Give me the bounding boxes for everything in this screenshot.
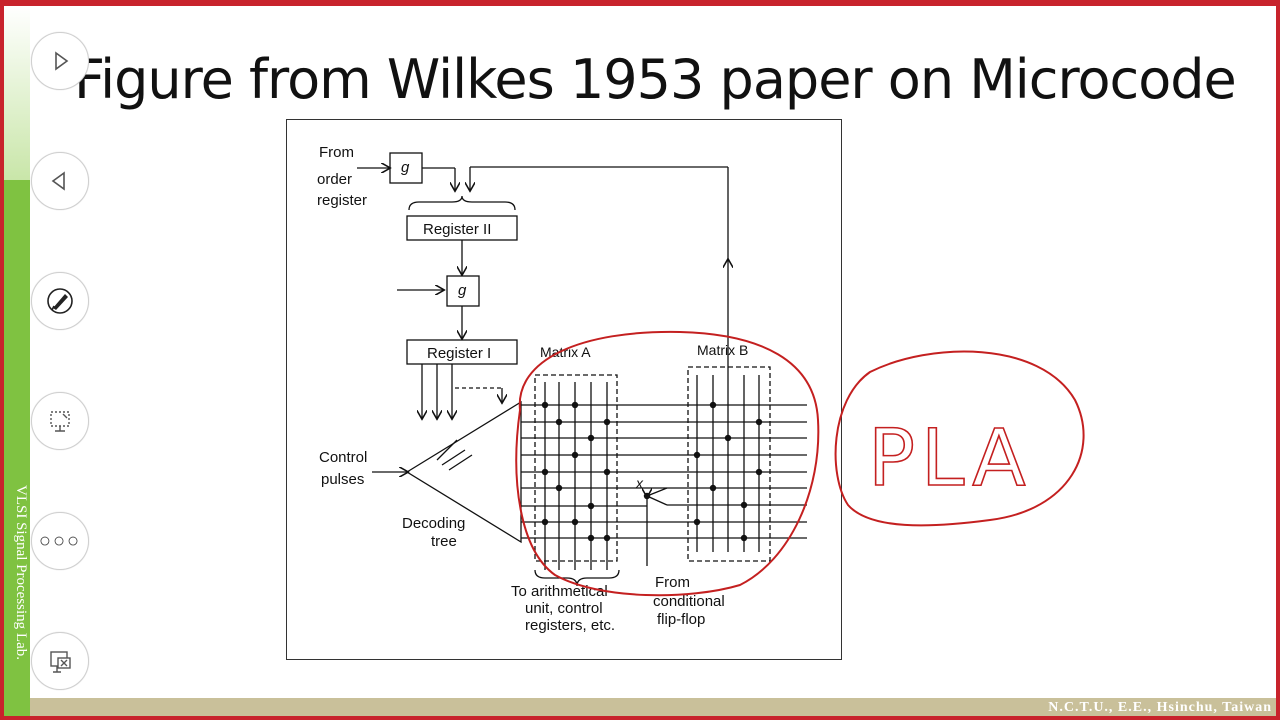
from-order-line-3: register xyxy=(317,192,367,209)
to-arith-line-3: registers, etc. xyxy=(525,617,615,634)
screen-icon xyxy=(50,411,70,432)
side-bar xyxy=(4,180,30,716)
slide-title: Figure from Wilkes 1953 paper on Microco… xyxy=(74,48,1237,111)
more-icon: ○○○ xyxy=(38,530,82,552)
footer-band xyxy=(30,698,1276,716)
frame-top xyxy=(0,0,1280,6)
from-cond-line-3: flip-flop xyxy=(657,611,705,628)
from-cond-line-1: From xyxy=(655,574,690,591)
gate-box-mid xyxy=(446,275,480,307)
to-arith-line-1: To arithmetical xyxy=(511,583,608,600)
control-pulses-line-2: pulses xyxy=(321,471,364,488)
lab-name: VLSI Signal Processing Lab. xyxy=(13,485,29,660)
microcode-diagram: From order register g Register II g Regi… xyxy=(317,144,807,634)
frame-right xyxy=(1276,0,1280,720)
play-icon xyxy=(55,51,69,71)
footer-text: N.C.T.U., E.E., Hsinchu, Taiwan xyxy=(1048,700,1272,715)
play-button[interactable] xyxy=(31,32,89,90)
from-order-line-1: From xyxy=(319,144,354,161)
wilkes-figure: From order register g Register II g Regi… xyxy=(286,119,842,660)
pen-button[interactable] xyxy=(31,272,89,330)
register-1-label: Register I xyxy=(427,345,491,362)
ink-text-pla: PLA xyxy=(868,414,1032,504)
control-pulses-line-1: Control xyxy=(319,449,367,466)
matrix-a-label: Matrix A xyxy=(540,344,591,360)
side-bar-gradient xyxy=(4,6,30,180)
to-arith-line-2: unit, control xyxy=(525,600,603,617)
pen-icon xyxy=(47,288,73,314)
ink-circle-pla xyxy=(834,350,1085,527)
exit-icon xyxy=(50,651,71,673)
exit-button[interactable] xyxy=(31,632,89,690)
decoding-tree-line-1: Decoding xyxy=(402,515,465,532)
register-2-label: Register II xyxy=(423,221,491,238)
frame-left xyxy=(0,0,4,720)
from-order-line-2: order xyxy=(317,171,352,188)
gate-label-top: g xyxy=(401,159,410,176)
matrix-b-label: Matrix B xyxy=(697,342,748,358)
more-button[interactable]: ○○○ xyxy=(31,512,89,570)
from-cond-line-2: conditional xyxy=(653,593,725,610)
x-label: x xyxy=(635,475,644,491)
gate-label-mid: g xyxy=(458,282,467,299)
matrix-b-box xyxy=(687,366,771,562)
decoding-tree-line-2: tree xyxy=(431,533,457,550)
back-icon xyxy=(51,171,65,191)
screen-button[interactable] xyxy=(31,392,89,450)
back-button[interactable] xyxy=(31,152,89,210)
frame-bottom xyxy=(0,716,1280,720)
